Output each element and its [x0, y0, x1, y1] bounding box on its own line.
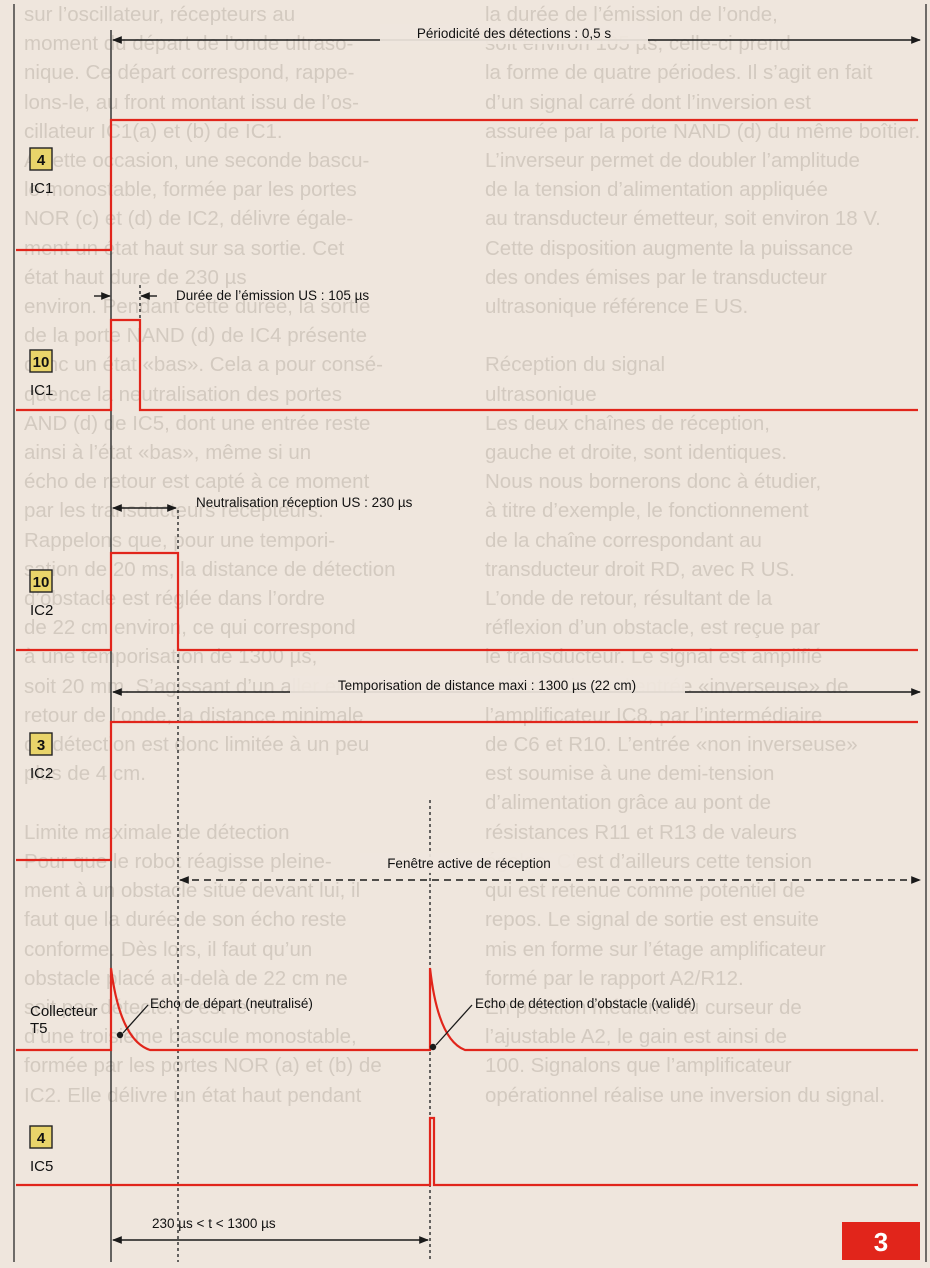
signal-waveform — [16, 118, 918, 252]
echo-marker-detection — [429, 1043, 437, 1051]
pin-number: 10 — [33, 354, 50, 371]
echo-marker-depart — [116, 1031, 124, 1039]
trace-ic2-pin10: 10 IC2 — [16, 551, 918, 652]
trace-ic1-pin4: 4 IC1 — [16, 118, 918, 252]
pin-box — [29, 569, 53, 593]
pin-number: 10 — [33, 574, 50, 591]
chip-label: IC2 — [30, 765, 53, 782]
pin-box — [29, 732, 53, 756]
pin-box — [29, 147, 53, 171]
signal-waveform — [16, 318, 918, 412]
figure-tag: 3 — [842, 1222, 920, 1260]
chip-label-line1: Collecteur — [30, 1003, 98, 1020]
echo-detection-label: Echo de détection d’obstacle (validé) — [475, 996, 696, 1011]
ic5-window-annotation: 230 µs < t < 1300 µs — [112, 1216, 429, 1244]
period-annotation: Périodicité des détections : 0,5 s — [112, 24, 921, 44]
signal-waveform — [16, 720, 918, 862]
chip-label: IC1 — [30, 180, 53, 197]
echo-depart-pointer — [122, 1004, 149, 1034]
period-label: Périodicité des détections : 0,5 s — [417, 26, 612, 41]
pin-box — [29, 349, 53, 373]
background-text-right-column: la durée de l’émission de l’onde, soit e… — [485, 3, 921, 1107]
emission-annotation: Durée de l’émission US : 105 µs — [94, 288, 369, 303]
signal-waveform — [16, 551, 918, 652]
signal-waveform — [16, 1116, 918, 1187]
figure-tag-box — [842, 1222, 920, 1260]
echo-depart-label: Echo de départ (neutralisé) — [150, 996, 313, 1011]
pin-number: 3 — [37, 737, 45, 754]
trace-ic2-pin3: 3 IC2 — [16, 720, 918, 862]
echo-detection-pointer — [435, 1004, 473, 1046]
chip-label: IC5 — [30, 1158, 53, 1175]
trace-collector-t5: Collecteur T5 Echo de départ (neutralisé… — [16, 967, 918, 1052]
reception-window-label: Fenêtre active de réception — [387, 856, 551, 871]
chip-label-line2: T5 — [30, 1020, 48, 1037]
chip-label: IC2 — [30, 602, 53, 619]
temporisation-annotation: Temporisation de distance maxi : 1300 µs… — [112, 676, 921, 696]
reception-window-annotation: Fenêtre active de réception — [179, 853, 921, 884]
trace-ic1-pin10: 10 IC1 — [16, 318, 918, 412]
emission-label: Durée de l’émission US : 105 µs — [176, 288, 369, 303]
temporisation-label: Temporisation de distance maxi : 1300 µs… — [338, 678, 636, 693]
pin-number: 4 — [37, 152, 46, 169]
neutralisation-annotation: Neutralisation réception US : 230 µs — [112, 495, 413, 512]
pin-box — [29, 1125, 53, 1149]
figure-number: 3 — [874, 1227, 888, 1257]
neutralisation-label: Neutralisation réception US : 230 µs — [196, 495, 413, 510]
signal-waveform — [16, 967, 918, 1052]
ic5-window-label: 230 µs < t < 1300 µs — [152, 1216, 276, 1231]
chip-label: Collecteur T5 — [30, 1003, 102, 1037]
trace-ic5-pin4: 4 IC5 — [16, 1116, 918, 1187]
pin-number: 4 — [37, 1130, 46, 1147]
chip-label: IC1 — [30, 382, 53, 399]
